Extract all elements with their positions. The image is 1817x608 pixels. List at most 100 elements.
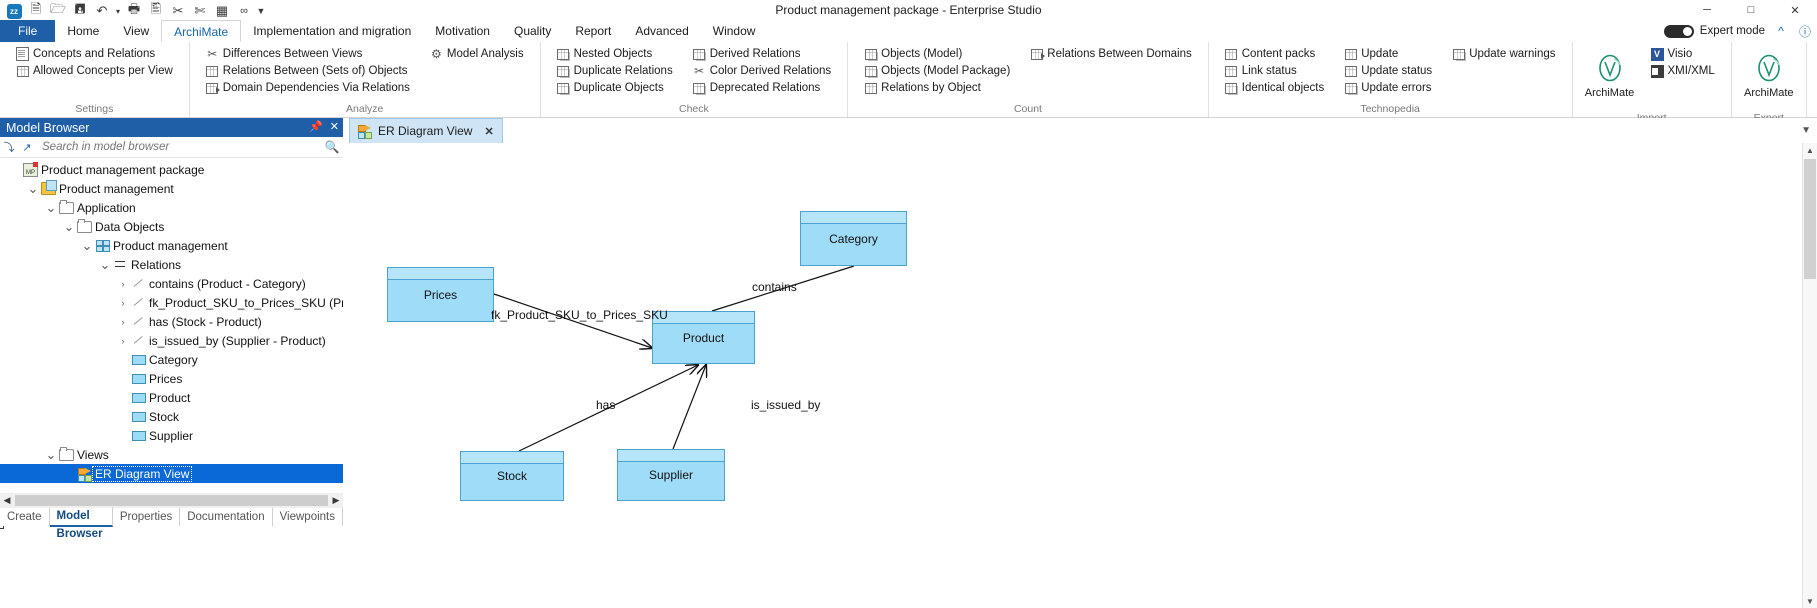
entity-prices[interactable]: Prices bbox=[387, 267, 494, 322]
browser-tab-documentation[interactable]: Documentation bbox=[180, 508, 273, 526]
chevron-right-icon[interactable]: › bbox=[121, 297, 125, 308]
close-icon[interactable]: ✕ bbox=[329, 121, 339, 133]
browser-tab-viewpoints[interactable]: Viewpoints bbox=[273, 508, 343, 526]
expand-all-icon[interactable]: ↗ bbox=[22, 141, 32, 154]
scroll-right-arrow[interactable]: ▶ bbox=[332, 495, 340, 505]
tree-item-fk-product-sku-to-prices-sku-prices-product[interactable]: ›fk_Product_SKU_to_Prices_SKU (Prices - … bbox=[0, 293, 344, 312]
ribbon-item-objects-model-[interactable]: Objects (Model) bbox=[860, 46, 1014, 62]
scroll-up-arrow[interactable]: ▲ bbox=[1806, 145, 1814, 155]
scroll-down-arrow[interactable]: ▼ bbox=[1806, 596, 1814, 606]
save-icon[interactable]: 🖪 bbox=[74, 1, 86, 16]
ribbon-item-update-warnings[interactable]: Update warnings bbox=[1448, 46, 1559, 62]
collapse-ribbon-icon[interactable]: ^ bbox=[1778, 24, 1784, 38]
chevron-down-icon[interactable]: ⌄ bbox=[63, 218, 75, 234]
chevron-right-icon[interactable]: › bbox=[121, 278, 125, 289]
hscroll-thumb[interactable] bbox=[15, 495, 328, 506]
expert-mode-toggle[interactable]: Expert mode bbox=[1663, 24, 1765, 38]
ribbon-item-domain-dependencies-via-relations[interactable]: Domain Dependencies Via Relations bbox=[202, 80, 414, 96]
ribbon-tab-view[interactable]: View bbox=[123, 24, 150, 38]
relation-label-is-issued-by[interactable]: is_issued_by bbox=[751, 398, 821, 412]
copy-style-icon[interactable]: ✄ bbox=[194, 3, 206, 18]
ribbon-item-color-derived-relations[interactable]: ✂Color Derived Relations bbox=[689, 63, 835, 79]
ribbon-item-differences-between-views[interactable]: ✂Differences Between Views bbox=[202, 46, 414, 62]
undo-dropdown-icon[interactable]: ▾ bbox=[115, 6, 120, 16]
export-icon[interactable]: 🖺 bbox=[150, 1, 162, 16]
collapse-all-icon[interactable]: ⤵ bbox=[3, 142, 15, 154]
ribbon-item-xmi-xml[interactable]: XMI/XML bbox=[1647, 63, 1719, 79]
tree-item-er-diagram-view[interactable]: ER Diagram View bbox=[0, 464, 343, 483]
ribbon-item-update-errors[interactable]: Update errors bbox=[1340, 80, 1436, 96]
tab-er-diagram-view[interactable]: ER Diagram View ✕ bbox=[349, 118, 503, 143]
ribbon-item-nested-objects[interactable]: Nested Objects bbox=[553, 46, 677, 62]
ribbon-item-link-status[interactable]: Link status bbox=[1221, 63, 1328, 79]
relation-label-fk-product-sku-to-prices-sku[interactable]: fk_Product_SKU_to_Prices_SKU bbox=[491, 308, 668, 322]
tree-item-stock[interactable]: Stock bbox=[0, 407, 343, 426]
close-button[interactable]: ✕ bbox=[1790, 4, 1800, 17]
tree-item-product[interactable]: Product bbox=[0, 388, 343, 407]
ribbon-item-allowed-concepts-per-view[interactable]: Allowed Concepts per View bbox=[12, 63, 177, 79]
entity-product[interactable]: Product bbox=[652, 311, 755, 364]
ribbon-item-update-status[interactable]: Update status bbox=[1340, 63, 1436, 79]
ribbon-item-identical-objects[interactable]: Identical objects bbox=[1221, 80, 1328, 96]
qat-overflow-icon[interactable]: ▼ bbox=[256, 6, 266, 16]
tree-item-prices[interactable]: Prices bbox=[0, 369, 343, 388]
ribbon-button-import-archimate[interactable]: ArchiMate bbox=[1579, 46, 1641, 112]
close-tab-icon[interactable]: ✕ bbox=[484, 125, 494, 138]
ribbon-tab-implementation-and-migration[interactable]: Implementation and migration bbox=[253, 24, 412, 38]
tree-item-product-management[interactable]: ⌄Product management bbox=[0, 179, 343, 198]
entity-category[interactable]: Category bbox=[800, 211, 907, 266]
tab-overflow-icon[interactable]: ▼ bbox=[1801, 125, 1811, 136]
print-icon[interactable]: 🖶 bbox=[127, 1, 141, 16]
table-icon[interactable]: ▦ bbox=[215, 3, 229, 18]
chevron-down-icon[interactable]: ⌄ bbox=[81, 237, 93, 253]
ribbon-item-model-analysis[interactable]: ⚙Model Analysis bbox=[426, 46, 528, 62]
tree-item-supplier[interactable]: Supplier bbox=[0, 426, 343, 445]
ribbon-item-relations-by-object[interactable]: Relations by Object bbox=[860, 80, 1014, 96]
chevron-right-icon[interactable]: › bbox=[121, 335, 125, 346]
cut-icon[interactable]: ✂ bbox=[172, 3, 184, 18]
tree-item-product-management[interactable]: ⌄Product management bbox=[0, 236, 343, 255]
open-folder-icon[interactable]: 🗁 bbox=[49, 1, 67, 16]
ribbon-tab-archimate[interactable]: ArchiMate bbox=[161, 20, 242, 42]
model-browser-hscrollbar[interactable]: ◀ ▶ bbox=[0, 493, 343, 508]
relation-label-has[interactable]: has bbox=[596, 398, 616, 412]
tree-item-has-stock-product-[interactable]: ›has (Stock - Product) bbox=[0, 312, 343, 331]
ribbon-tab-report[interactable]: Report bbox=[575, 24, 612, 38]
relation-label-contains[interactable]: contains bbox=[752, 280, 797, 294]
entity-stock[interactable]: Stock bbox=[460, 451, 564, 501]
tree-item-is-issued-by-supplier-product-[interactable]: ›is_issued_by (Supplier - Product) bbox=[0, 331, 343, 350]
ribbon-item-objects-model-package-[interactable]: Objects (Model Package) bbox=[860, 63, 1014, 79]
chain-icon[interactable]: ∞ bbox=[240, 5, 248, 17]
ribbon-item-relations-between-sets-of-objects[interactable]: Relations Between (Sets of) Objects bbox=[202, 63, 414, 79]
ribbon-item-relations-between-domains[interactable]: Relations Between Domains bbox=[1026, 46, 1195, 62]
browser-tab-properties[interactable]: Properties bbox=[113, 508, 181, 526]
canvas-vscrollbar[interactable]: ▲ ▼ bbox=[1802, 143, 1817, 608]
ribbon-tab-advanced[interactable]: Advanced bbox=[635, 24, 689, 38]
ribbon-tab-home[interactable]: Home bbox=[67, 24, 100, 38]
ribbon-item-concepts-and-relations[interactable]: Concepts and Relations bbox=[12, 46, 177, 62]
ribbon-tab-quality[interactable]: Quality bbox=[513, 24, 552, 38]
ribbon-tab-window[interactable]: Window bbox=[712, 24, 756, 38]
expert-mode-switch[interactable] bbox=[1663, 24, 1694, 38]
scroll-left-arrow[interactable]: ◀ bbox=[3, 495, 11, 505]
entity-supplier[interactable]: Supplier bbox=[617, 449, 725, 501]
tree-item-contains-product-category-[interactable]: ›contains (Product - Category) bbox=[0, 274, 343, 293]
browser-tab-model-browser[interactable]: Model Browser bbox=[49, 507, 113, 540]
new-document-icon[interactable]: 🗎 bbox=[30, 1, 42, 16]
chevron-down-icon[interactable]: ⌄ bbox=[27, 180, 39, 196]
tree-item-application[interactable]: ⌄Application bbox=[0, 198, 343, 217]
chevron-right-icon[interactable]: › bbox=[121, 316, 125, 327]
ribbon-item-deprecated-relations[interactable]: Deprecated Relations bbox=[689, 80, 835, 96]
tree-item-data-objects[interactable]: ⌄Data Objects bbox=[0, 217, 343, 236]
help-icon[interactable]: ⓘ bbox=[1798, 24, 1811, 39]
minimize-button[interactable]: ─ bbox=[1703, 4, 1711, 16]
ribbon-item-derived-relations[interactable]: Derived Relations bbox=[689, 46, 835, 62]
ribbon-item-duplicate-objects[interactable]: Duplicate Objects bbox=[553, 80, 677, 96]
ribbon-button-export-archimate[interactable]: ArchiMate bbox=[1738, 46, 1800, 112]
ribbon-item-content-packs[interactable]: Content packs bbox=[1221, 46, 1328, 62]
tree-item-relations[interactable]: ⌄Relations bbox=[0, 255, 343, 274]
vscroll-thumb[interactable] bbox=[1804, 159, 1816, 279]
